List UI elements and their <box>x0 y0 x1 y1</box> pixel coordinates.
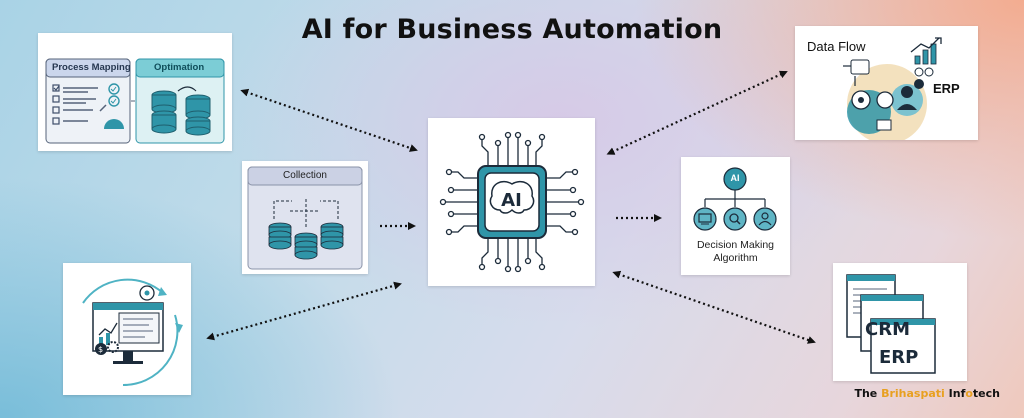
decision-making-card: AI Decision Making Algorithm <box>681 157 790 275</box>
ai-core-label: AI <box>501 190 522 211</box>
decision-caption-line2: Algorithm <box>713 252 758 264</box>
page-title: AI for Business Automation <box>301 14 723 45</box>
crm-label: CRM <box>865 319 910 340</box>
data-flow-card: Data Flow ERP <box>795 26 978 140</box>
arrow-ai-to-crm <box>612 270 816 344</box>
svg-text:$: $ <box>98 345 103 354</box>
decision-caption-line1: Decision Making <box>696 239 775 251</box>
collection-label: Collection <box>283 170 327 181</box>
collection-card: Collection <box>242 161 368 274</box>
decision-ai-node-label: AI <box>730 173 740 183</box>
monitoring-card: $ <box>63 263 191 395</box>
brand-middle: Inf <box>944 387 966 400</box>
brand-logo-text: The Brihaspati Infotech <box>854 387 1000 400</box>
erp-doc-label: ERP <box>879 347 919 368</box>
arrow-ai-to-dataflow <box>606 70 788 155</box>
arrow-process-to-ai <box>240 88 418 152</box>
brand-prefix: The <box>854 387 882 400</box>
optimation-label: Optimation <box>154 62 205 73</box>
erp-label: ERP <box>933 81 960 96</box>
arrow-monitor-to-ai <box>206 281 402 341</box>
crm-erp-card: CRM ERP <box>833 263 967 381</box>
data-flow-label: Data Flow <box>807 39 866 54</box>
brand-mark: o <box>965 387 973 400</box>
process-mapping-label: Process Mapping <box>52 62 131 73</box>
process-mapping-card: Process Mapping Optimation <box>38 33 232 151</box>
ai-core-card: AI <box>428 118 595 286</box>
brand-suffix: tech <box>972 387 1000 400</box>
brand-highlight: Brihaspati <box>881 387 945 400</box>
